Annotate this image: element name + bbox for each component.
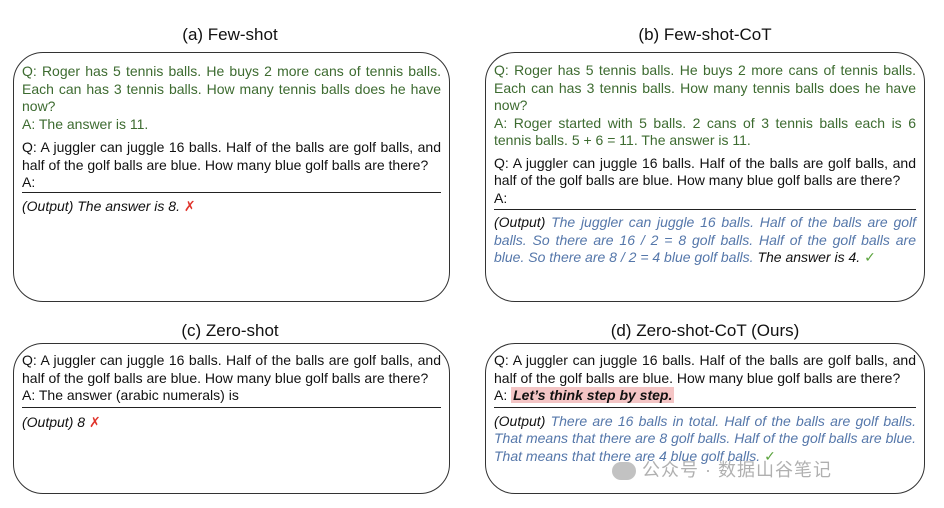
panel-d-answer-line: A: Let’s think step by step. bbox=[494, 387, 916, 405]
panel-c-output-text: 8 bbox=[77, 413, 86, 430]
panel-d-output: (Output) There are 16 balls in total. Ha… bbox=[494, 413, 916, 466]
panel-zero-shot: Q: A juggler can juggle 16 balls. Half o… bbox=[13, 343, 450, 494]
wechat-logo-icon bbox=[612, 462, 636, 481]
panel-b-example-answer: A: Roger started with 5 balls. 2 cans of… bbox=[494, 114, 916, 149]
panel-d-divider bbox=[494, 406, 916, 408]
panel-zero-shot-cot: Q: A juggler can juggle 16 balls. Half o… bbox=[485, 343, 925, 494]
panel-a-output: (Output) The answer is 8. ✗ bbox=[22, 198, 441, 216]
panel-few-shot: Q: Roger has 5 tennis balls. He buys 2 m… bbox=[13, 52, 450, 302]
correct-mark-icon: ✓ bbox=[864, 249, 876, 265]
panel-b-divider bbox=[494, 209, 916, 210]
panel-d-output-reasoning: There are 16 balls in total. Half of the… bbox=[494, 412, 917, 464]
panel-b-question: Q: A juggler can juggle 16 balls. Half o… bbox=[494, 154, 916, 189]
panel-a-title: (a) Few-shot bbox=[182, 25, 278, 44]
panel-b-output-reasoning: The juggler can juggle 16 balls. Half of… bbox=[494, 214, 917, 265]
panel-c-output-label: (Output) bbox=[22, 413, 74, 430]
panel-few-shot-cot: Q: Roger has 5 tennis balls. He buys 2 m… bbox=[485, 52, 925, 302]
panel-a-answer-prefix: A: bbox=[22, 174, 36, 190]
panel-a-output-label: (Output) bbox=[22, 197, 74, 214]
panel-b-title: (b) Few-shot-CoT bbox=[638, 25, 772, 44]
watermark-text: 公众号 · 数据山谷笔记 bbox=[642, 460, 832, 480]
panel-b-example-question: Q: Roger has 5 tennis balls. He buys 2 m… bbox=[494, 62, 916, 113]
panel-d-prompt-highlight: Let’s think step by step. bbox=[511, 387, 675, 403]
panel-b-output: (Output) The juggler can juggle 16 balls… bbox=[494, 214, 916, 267]
panel-b-output-answer: The answer is 4. bbox=[757, 249, 861, 265]
panel-d-answer-prefix: A: bbox=[494, 387, 508, 403]
panel-c-divider bbox=[22, 406, 441, 408]
wrong-mark-icon: ✗ bbox=[183, 197, 196, 214]
wrong-mark-icon: ✗ bbox=[88, 413, 101, 430]
panel-a-divider bbox=[22, 191, 441, 193]
panel-a-question: Q: A juggler can juggle 16 balls. Half o… bbox=[22, 139, 441, 173]
panel-c-answer-prefix: A: The answer (arabic numerals) is bbox=[22, 387, 239, 403]
panel-b-answer-prefix: A: bbox=[494, 189, 508, 206]
watermark: 公众号 · 数据山谷笔记 bbox=[612, 456, 832, 482]
correct-mark-icon: ✓ bbox=[764, 447, 776, 464]
panel-c-output: (Output) 8 ✗ bbox=[22, 414, 441, 432]
panel-a-example-answer: A: The answer is 11. bbox=[22, 115, 149, 132]
panel-d-output-label: (Output) bbox=[494, 412, 546, 429]
panel-a-example-question: Q: Roger has 5 tennis balls. He buys 2 m… bbox=[22, 63, 441, 114]
panel-c-question: Q: A juggler can juggle 16 balls. Half o… bbox=[22, 352, 441, 386]
panel-d-title: (d) Zero-shot-CoT (Ours) bbox=[610, 321, 800, 340]
panel-c-title: (c) Zero-shot bbox=[181, 321, 279, 340]
panel-d-question: Q: A juggler can juggle 16 balls. Half o… bbox=[494, 352, 916, 386]
panel-b-output-label: (Output) bbox=[494, 214, 546, 230]
panel-a-output-text: The answer is 8. bbox=[77, 197, 180, 214]
